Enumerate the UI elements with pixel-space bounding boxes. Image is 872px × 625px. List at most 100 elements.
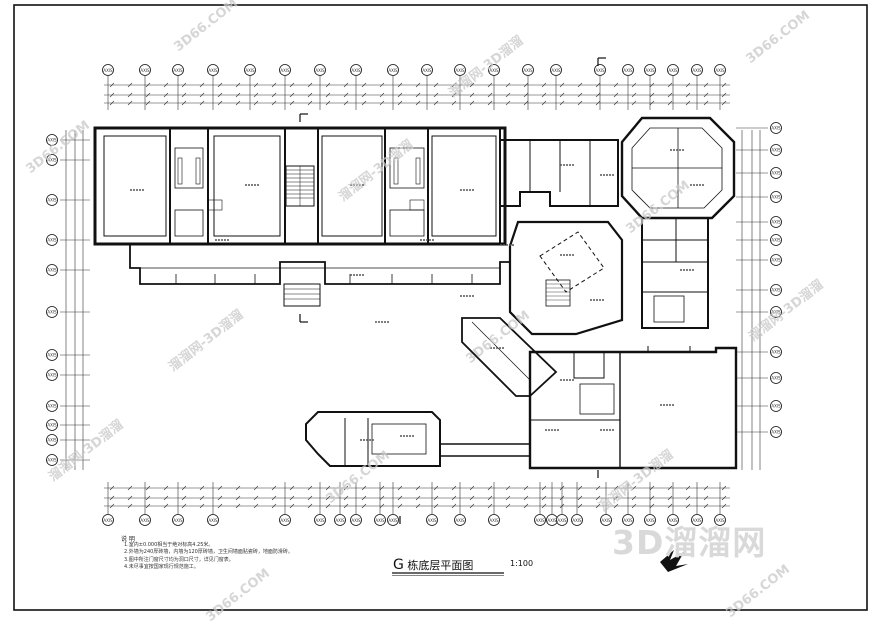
axis-label: AXIS <box>645 518 655 523</box>
axis-label: AXIS <box>335 518 345 523</box>
axis-label: AXIS <box>692 68 702 73</box>
axis-marker: AXIS <box>571 514 583 526</box>
axis-marker: AXIS <box>207 514 219 526</box>
axis-label: AXIS <box>280 68 290 73</box>
axis-label: AXIS <box>375 518 385 523</box>
axis-label: AXIS <box>771 288 781 293</box>
axis-marker: AXIS <box>644 514 656 526</box>
note-item: 2.外墙为240厚砖墙，内墙为120厚砖墙，卫生间墙面贴瓷砖，地面防滑砖。 <box>124 549 293 556</box>
axis-label: AXIS <box>771 376 781 381</box>
axis-label: AXIS <box>315 518 325 523</box>
axis-marker: AXIS <box>488 64 500 76</box>
axis-marker: AXIS <box>279 64 291 76</box>
right-dimension-lines <box>741 130 761 470</box>
axis-label: AXIS <box>489 68 499 73</box>
axis-marker: AXIS <box>46 434 58 446</box>
west-wing <box>93 126 507 246</box>
axis-marker: AXIS <box>622 514 634 526</box>
axis-label: AXIS <box>601 518 611 523</box>
axis-label: AXIS <box>47 268 57 273</box>
axis-marker: AXIS <box>546 514 558 526</box>
axis-marker: AXIS <box>556 514 568 526</box>
axis-label: AXIS <box>455 68 465 73</box>
axis-label: AXIS <box>771 220 781 225</box>
axis-label: AXIS <box>245 68 255 73</box>
note-item: 1.室内±0.000相当于绝对标高4.25米。 <box>124 542 214 548</box>
axis-marker: AXIS <box>46 454 58 466</box>
axis-marker: AXIS <box>522 64 534 76</box>
axis-label: AXIS <box>572 518 582 523</box>
southwest-annex <box>305 411 530 467</box>
axis-marker: AXIS <box>387 514 399 526</box>
axis-marker: AXIS <box>421 64 433 76</box>
axis-label: AXIS <box>47 158 57 163</box>
axis-label: AXIS <box>422 68 432 73</box>
axis-label: AXIS <box>771 310 781 315</box>
axis-marker: AXIS <box>667 514 679 526</box>
axis-label: AXIS <box>692 518 702 523</box>
axis-marker: AXIS <box>279 514 291 526</box>
axis-label: AXIS <box>771 148 781 153</box>
axis-marker: AXIS <box>350 514 362 526</box>
axis-label: AXIS <box>103 68 113 73</box>
axis-label: AXIS <box>208 68 218 73</box>
axis-marker: AXIS <box>102 514 114 526</box>
axis-label: AXIS <box>547 518 557 523</box>
axis-label: AXIS <box>771 195 781 200</box>
axis-marker: AXIS <box>600 514 612 526</box>
axis-label: AXIS <box>551 68 561 73</box>
axis-marker: AXIS <box>550 64 562 76</box>
axis-marker: AXIS <box>172 64 184 76</box>
axis-marker: AXIS <box>667 64 679 76</box>
axis-marker: AXIS <box>714 514 726 526</box>
axis-marker: AXIS <box>46 419 58 431</box>
axis-marker: AXIS <box>314 64 326 76</box>
axis-label: AXIS <box>173 518 183 523</box>
axis-marker: AXIS <box>426 514 438 526</box>
axis-label: AXIS <box>140 68 150 73</box>
axis-marker: AXIS <box>139 64 151 76</box>
axis-label: AXIS <box>388 518 398 523</box>
axis-label: AXIS <box>47 238 57 243</box>
axis-label: AXIS <box>388 68 398 73</box>
axis-marker: AXIS <box>46 154 58 166</box>
axis-marker: AXIS <box>46 400 58 412</box>
section-symbols <box>299 57 606 524</box>
axis-label: AXIS <box>715 68 725 73</box>
axis-label: AXIS <box>47 438 57 443</box>
axis-marker: AXIS <box>139 514 151 526</box>
axis-label: AXIS <box>173 68 183 73</box>
axis-marker: AXIS <box>350 64 362 76</box>
axis-marker: AXIS <box>714 64 726 76</box>
axis-marker: AXIS <box>770 234 782 246</box>
top-axis-markers: AXIS AXIS AXIS AXIS AXIS AXIS AXIS AXIS AXIS AXIS… <box>102 64 726 76</box>
title-prefix: G <box>393 557 404 573</box>
axis-marker: AXIS <box>314 514 326 526</box>
axis-marker: AXIS <box>46 134 58 146</box>
axis-marker: AXIS <box>374 514 386 526</box>
axis-label: AXIS <box>47 353 57 358</box>
axis-marker: AXIS <box>46 264 58 276</box>
notes-heading: 说 明 <box>121 536 135 543</box>
notes-list: 1.室内±0.000相当于绝对标高4.25米。 2.外墙为240厚砖墙，内墙为1… <box>124 542 293 572</box>
axis-label: AXIS <box>771 430 781 435</box>
southeast-hall <box>528 346 738 470</box>
axis-marker: AXIS <box>691 514 703 526</box>
axis-marker: AXIS <box>46 234 58 246</box>
axis-label: AXIS <box>280 518 290 523</box>
axis-label: AXIS <box>523 68 533 73</box>
axis-label: AXIS <box>47 458 57 463</box>
axis-label: AXIS <box>140 518 150 523</box>
axis-marker: AXIS <box>488 514 500 526</box>
axis-label: AXIS <box>771 238 781 243</box>
left-axis-markers: AXISAXISAXISAXISAXISAXISAXISAXISAXISAXIS… <box>46 134 58 466</box>
axis-label: AXIS <box>771 350 781 355</box>
axis-marker: AXIS <box>46 349 58 361</box>
axis-label: AXIS <box>315 68 325 73</box>
axis-marker: AXIS <box>454 514 466 526</box>
axis-label: AXIS <box>645 68 655 73</box>
axis-marker: AXIS <box>770 144 782 156</box>
title-underline <box>392 572 504 576</box>
